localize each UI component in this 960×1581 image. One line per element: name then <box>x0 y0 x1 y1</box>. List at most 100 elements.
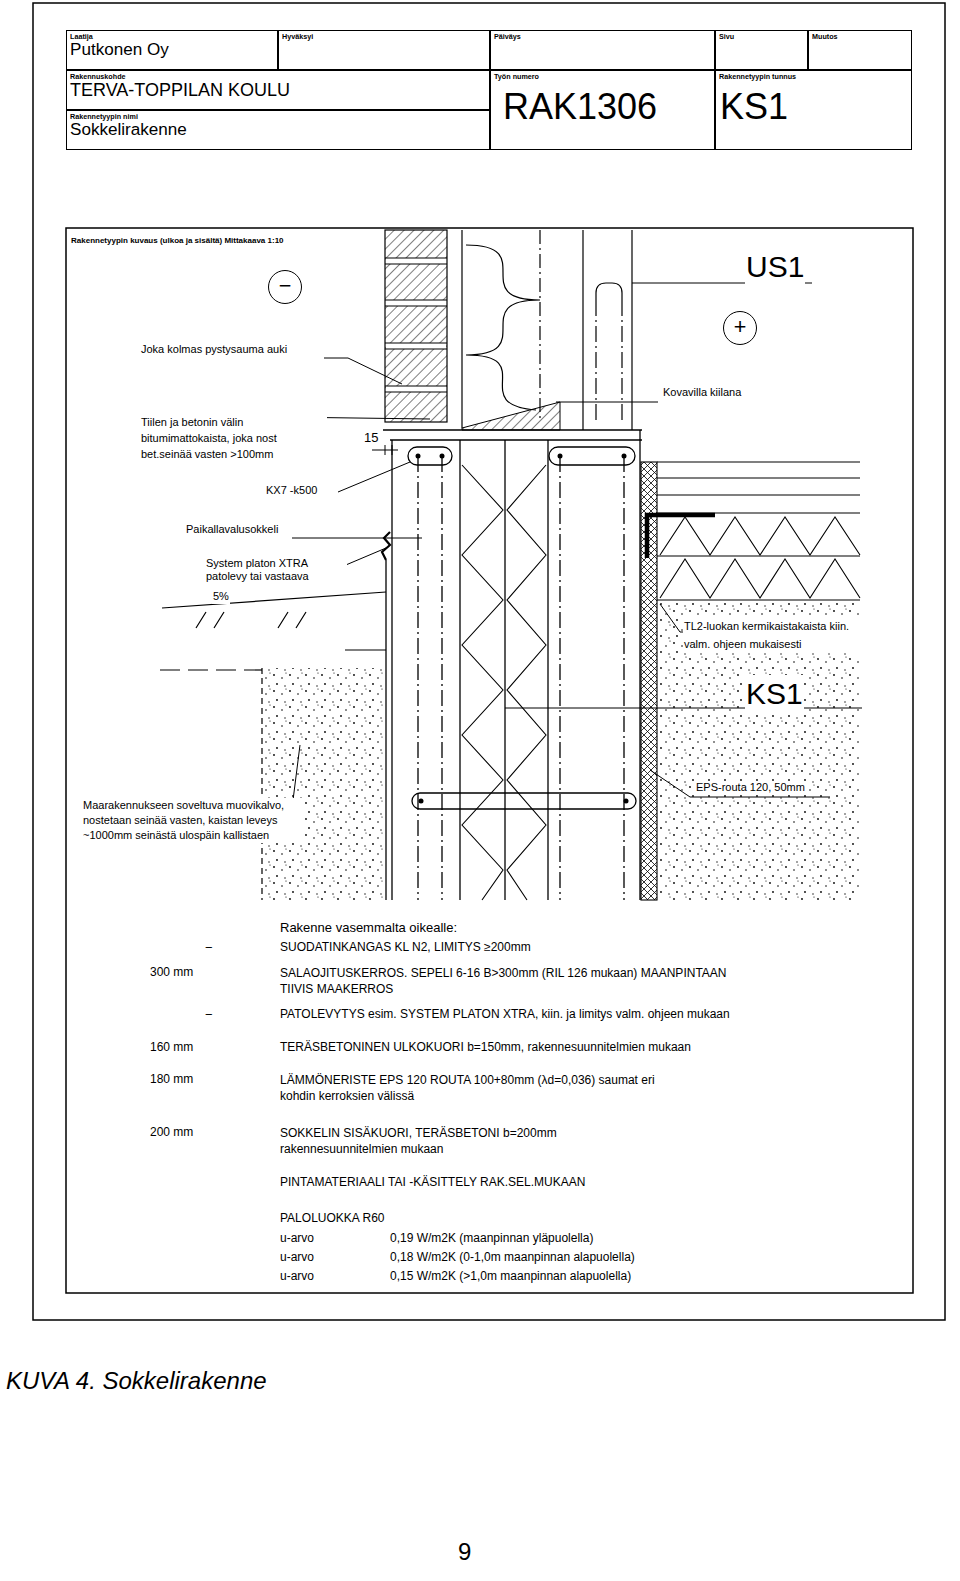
floor-structure <box>660 517 860 555</box>
title-cell: Rakennetyypin nimiSokkelirakenne <box>66 110 490 150</box>
layer-text: PINTAMATERIAALI TAI -KÄSITTELY RAK.SEL.M… <box>280 1175 585 1190</box>
leader-lines <box>690 797 830 798</box>
title-cell: Hyväksyi <box>278 30 490 70</box>
leader-lines <box>660 604 680 632</box>
brick-wall <box>386 258 446 264</box>
eps-insulation <box>462 465 546 900</box>
sokkel-walls <box>441 456 442 900</box>
dimension-15 <box>385 445 386 455</box>
sokkel-walls <box>383 430 642 900</box>
sokkel-walls <box>622 454 627 459</box>
sokkel-walls <box>558 454 563 459</box>
brick-wall <box>386 300 446 306</box>
wall-insulation <box>466 230 540 420</box>
mineral-wool-wedge <box>462 402 560 430</box>
leader-lines <box>292 538 422 539</box>
callout-text: Maarakennukseen soveltuva muovikalvo, no… <box>82 798 304 843</box>
sokkel-walls <box>419 799 424 804</box>
layer-text: PATOLEVYTYS esim. SYSTEM PLATON XTRA, ki… <box>280 1007 730 1022</box>
slope-text: 5% <box>212 590 230 604</box>
ground-lines <box>345 649 386 650</box>
floor-structure <box>660 559 860 598</box>
floor-structure <box>641 462 860 900</box>
sokkel-walls <box>624 799 629 804</box>
callout-text: Joka kolmas pystysauma auki <box>140 343 288 357</box>
wall-insulation <box>539 230 540 420</box>
brick-wall <box>386 386 446 392</box>
floor-structure <box>657 599 860 600</box>
floor-structure <box>657 494 860 495</box>
wall-insulation <box>466 245 540 410</box>
brick-wall <box>385 258 447 392</box>
leader-lines <box>324 358 402 384</box>
drain-board <box>382 532 390 560</box>
field-label: Rakennuskohde <box>67 71 489 81</box>
leader-lines <box>338 462 410 492</box>
sokkel-walls <box>412 793 636 809</box>
callout-text: TL2-luokan kermikaistakaista kiin. valm.… <box>683 617 870 653</box>
drain-board <box>382 532 390 900</box>
drain-board <box>385 560 386 900</box>
callout-text: Paikallavalusokkeli <box>185 523 279 537</box>
property-value: 0,19 W/m2K (maanpinnan yläpuolella) <box>390 1231 593 1246</box>
field-label: Laatija <box>67 31 277 41</box>
dimension-15 <box>372 445 398 455</box>
sokkel-walls <box>623 456 624 900</box>
leader-lines <box>505 708 862 709</box>
property-text: PALOLUOKKA R60 <box>280 1211 385 1226</box>
leader-lines <box>650 770 690 797</box>
layer-text: TERÄSBETONINEN ULKOKUORI b=150mm, rakenn… <box>280 1040 691 1055</box>
ground-lines <box>261 668 262 900</box>
field-label: Rakennetyypin nimi <box>67 111 489 121</box>
field-value: Sivu <box>716 31 807 41</box>
upper-concrete <box>583 230 632 430</box>
sokkel-walls <box>504 440 505 900</box>
ground-lines <box>196 612 306 628</box>
layer-heading: Rakenne vasemmalta oikealle: <box>280 920 457 936</box>
property-value: 0,15 W/m2K (>1,0m maanpinnan alapuolella… <box>390 1269 631 1284</box>
floor-structure <box>657 477 860 478</box>
type-code: KS1 <box>745 675 804 713</box>
sign-text: − <box>269 271 301 301</box>
sign-text: + <box>724 312 756 342</box>
callout-text: Tiilen ja betonin välin bitumimattokaist… <box>140 414 327 462</box>
ground-lines <box>160 592 386 900</box>
floor-structure <box>647 515 715 558</box>
field-value: Päiväys <box>491 31 714 41</box>
type-code: US1 <box>745 248 805 286</box>
title-cell: RakennuskohdeTERVA-TOPPILAN KOULU <box>66 70 490 110</box>
eps-insulation <box>507 465 546 900</box>
layer-thickness: 300 mm <box>150 965 193 980</box>
property-text: u-arvo <box>280 1250 314 1265</box>
sokkel-walls <box>416 454 629 804</box>
field-value: KS1 <box>716 81 911 127</box>
ground-lines <box>162 592 386 608</box>
field-label: Rakennetyypin tunnus <box>716 71 911 81</box>
sokkel-walls <box>559 456 560 900</box>
sokkel-walls <box>383 429 642 430</box>
field-value: Muutos <box>809 31 911 41</box>
sokkel-walls <box>390 439 642 440</box>
upper-concrete <box>631 230 632 430</box>
field-value: RAK1306 <box>491 81 714 127</box>
upper-concrete <box>596 283 622 300</box>
layer-text: SALAOJITUSKERROS. SEPELI 6-16 B>300mm (R… <box>280 965 740 997</box>
page-frame <box>66 228 913 1293</box>
mineral-wool-wedge <box>462 402 560 430</box>
dimension: 15 <box>363 430 379 446</box>
sokkel-walls <box>440 454 445 459</box>
callout-text: Kovavilla kiilana <box>662 386 742 400</box>
page-number: 9 <box>458 1537 471 1567</box>
layer-thickness: − <box>205 1007 213 1023</box>
ground-fill <box>262 668 385 900</box>
layer-text: LÄMMÖNERISTE EPS 120 ROUTA 100+80mm (λd=… <box>280 1072 665 1104</box>
field-label: Työn numero <box>491 71 714 81</box>
layer-thickness: 180 mm <box>150 1072 193 1087</box>
layer-thickness: 200 mm <box>150 1125 193 1140</box>
brick-wall <box>386 343 446 349</box>
sign-circle: − <box>268 270 302 304</box>
brick-wall <box>385 230 447 422</box>
sokkel-walls <box>549 447 635 465</box>
sign-circle: + <box>723 311 757 345</box>
